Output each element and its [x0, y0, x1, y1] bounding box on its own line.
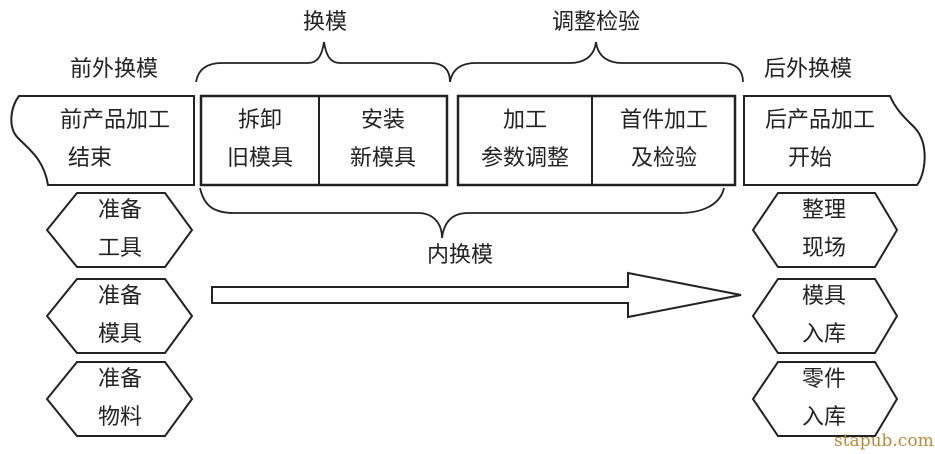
step-line2: 参数调整 — [480, 146, 569, 171]
hex-line2: 入库 — [801, 405, 846, 430]
hex-line1: 模具 — [801, 284, 846, 309]
hex-line1: 整理 — [801, 198, 846, 223]
step-install-new-mold: 安装 新模具 — [321, 102, 445, 178]
front-flag-line1: 前产品加工 — [59, 108, 170, 133]
prep-mold-hexagon — [45, 278, 194, 354]
rear-flag-line1: 后产品加工 — [764, 108, 875, 133]
step-line2: 及检验 — [630, 146, 697, 171]
step-line2: 旧模具 — [226, 146, 293, 171]
hex-line2: 工具 — [97, 236, 142, 261]
rear-flag-line2: 开始 — [787, 146, 832, 171]
front-flag-line2: 结束 — [67, 146, 112, 171]
tidy-site: 整理 现场 — [784, 192, 864, 268]
mold-storage: 模具 入库 — [784, 278, 864, 354]
parts-storage: 零件 入库 — [784, 361, 864, 437]
step-first-piece-inspect: 首件加工 及检验 — [594, 102, 734, 178]
front-product-flag: 前产品加工 结束 — [40, 102, 190, 178]
hex-line1: 准备 — [97, 198, 142, 223]
process-arrow — [211, 271, 742, 319]
adjust-inspect-brace — [449, 41, 744, 83]
front-external-label: 前外换模 — [69, 57, 158, 82]
rear-product-flag: 后产品加工 开始 — [750, 102, 890, 178]
hex-line2: 现场 — [801, 236, 846, 261]
parts-storage-hexagon — [751, 361, 899, 437]
prep-tools: 准备 工具 — [80, 192, 160, 268]
watermark: stapub.com — [834, 431, 934, 451]
hex-line1: 准备 — [97, 284, 142, 309]
hex-line2: 物料 — [97, 405, 142, 430]
change-mold-brace — [195, 41, 451, 83]
step-line1: 安装 — [360, 108, 405, 133]
step-line1: 首件加工 — [619, 108, 708, 133]
change-mold-label: 换模 — [302, 10, 347, 35]
mold-storage-hexagon — [751, 278, 899, 354]
step-remove-old-mold: 拆卸 旧模具 — [203, 102, 317, 178]
rear-external-label: 后外换模 — [763, 57, 852, 82]
hex-line2: 模具 — [97, 322, 142, 347]
step-line1: 拆卸 — [237, 108, 282, 133]
internal-change-label: 内换模 — [426, 243, 493, 268]
tidy-site-hexagon — [751, 192, 899, 268]
internal-change-brace — [199, 187, 725, 239]
step-line2: 新模具 — [349, 146, 416, 171]
front-product-flag-shape — [10, 95, 195, 186]
adjust-inspect-box — [456, 94, 737, 187]
change-mold-box — [199, 94, 449, 187]
rear-product-flag-shape — [743, 95, 926, 186]
prep-material-hexagon — [45, 361, 194, 437]
prep-material: 准备 物料 — [80, 361, 160, 437]
prep-mold: 准备 模具 — [80, 278, 160, 354]
prep-tools-hexagon — [45, 192, 194, 268]
hex-line2: 入库 — [801, 322, 846, 347]
hex-line1: 零件 — [801, 367, 846, 392]
step-adjust-params: 加工 参数调整 — [460, 102, 590, 178]
hex-line1: 准备 — [97, 367, 142, 392]
step-line1: 加工 — [502, 108, 547, 133]
adjust-inspect-label: 调整检验 — [551, 10, 640, 35]
